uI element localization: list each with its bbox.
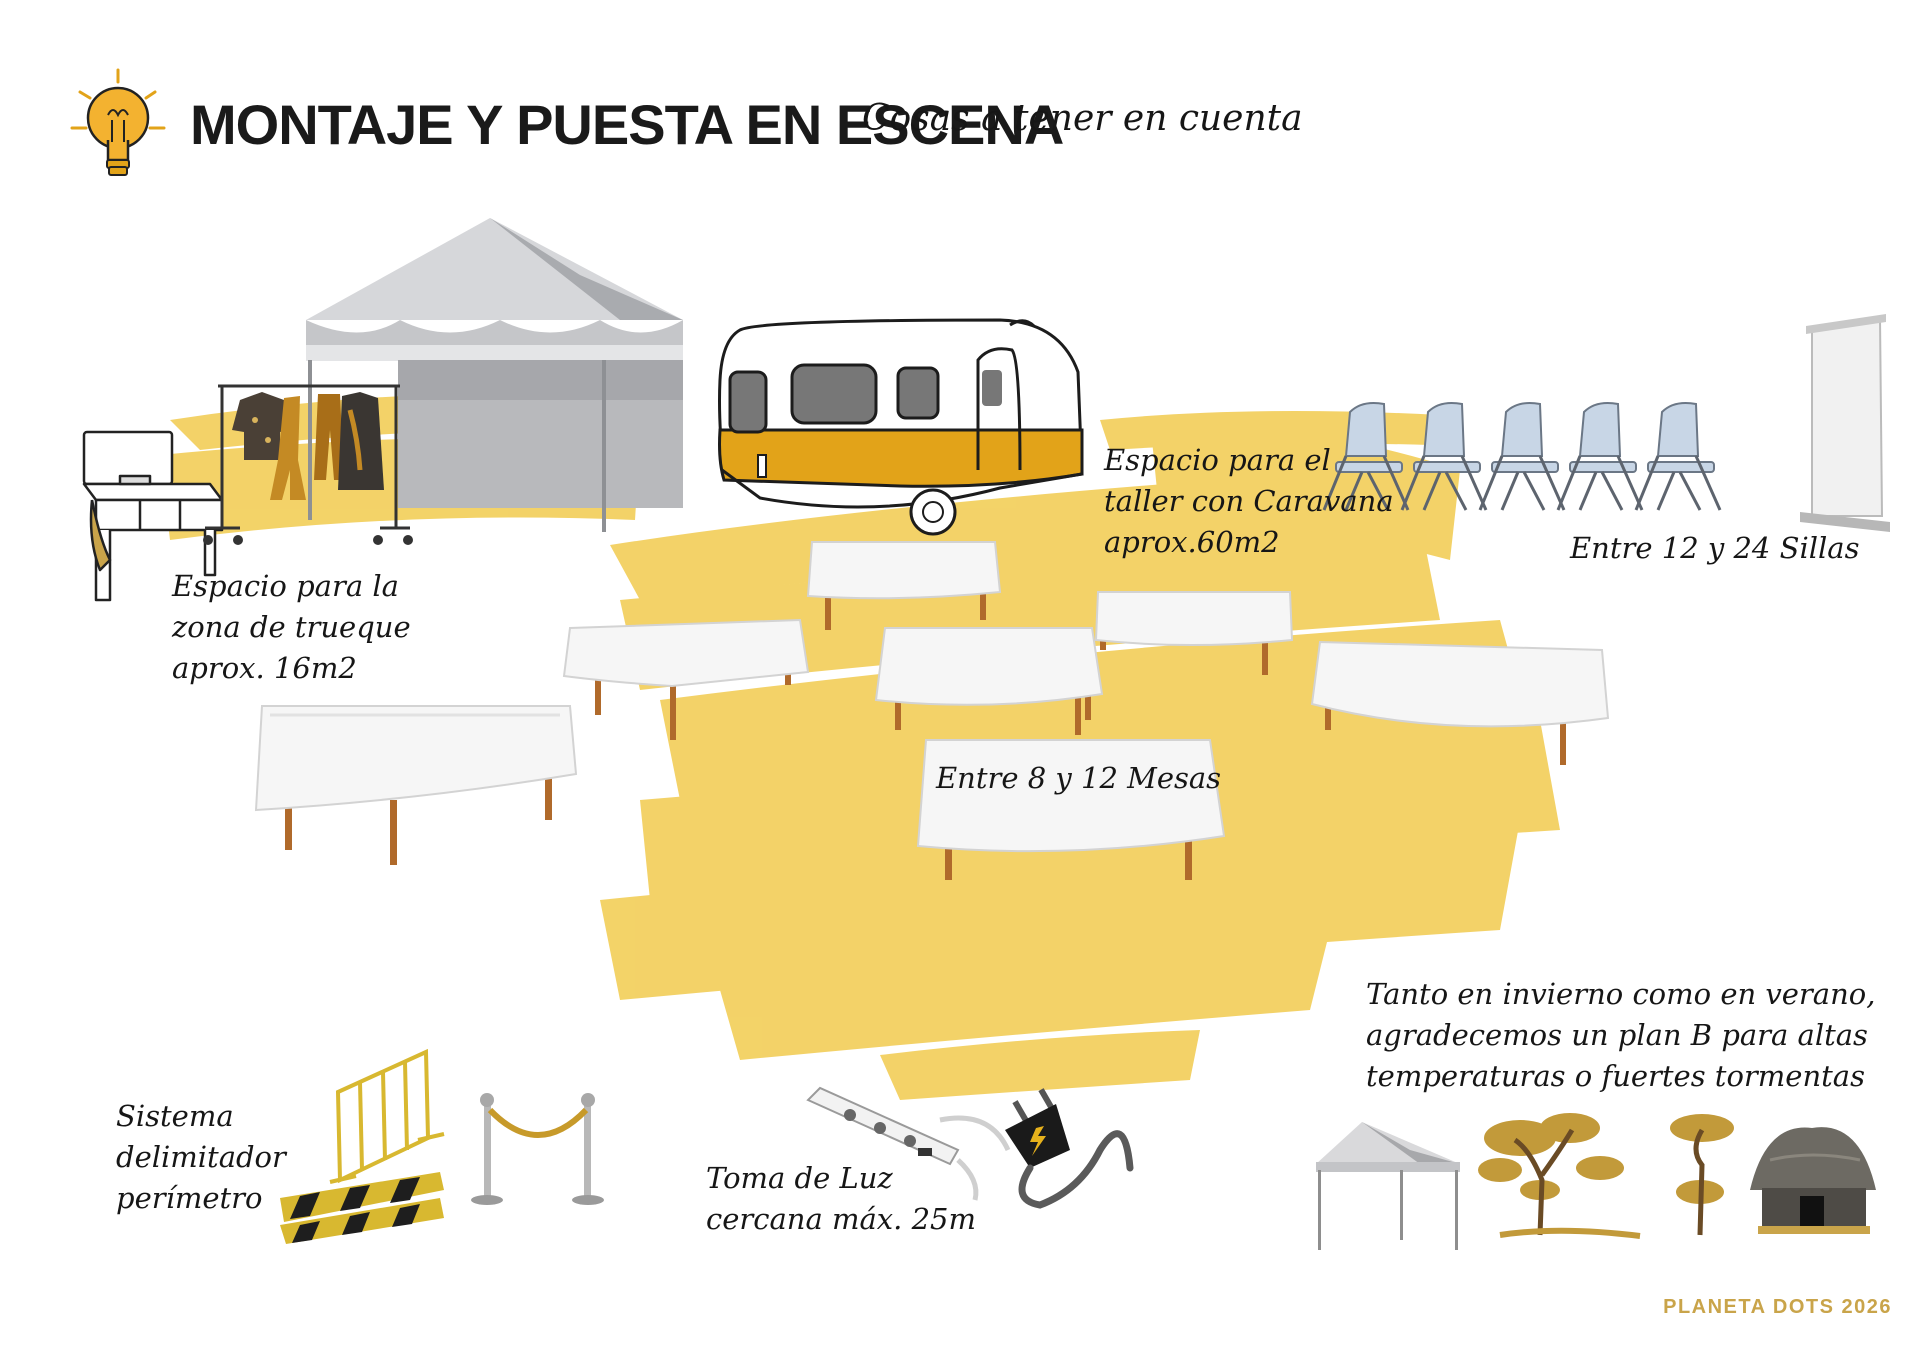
stanchion-illustration — [471, 1093, 604, 1205]
plug-illustration — [1005, 1088, 1134, 1209]
trees-illustration — [1478, 1113, 1734, 1239]
caravan-illustration — [718, 318, 1084, 536]
tent-illustration — [306, 218, 683, 532]
caravana-zone-label: Espacio para el taller con Caravana apro… — [1104, 443, 1394, 559]
power-strip-illustration — [806, 1086, 1011, 1201]
chairs-label: Entre 12 y 24 Sillas — [1570, 531, 1860, 565]
rollup-banner-illustration — [1800, 314, 1890, 532]
plan-b-label: Tanto en invierno como en verano, agrade… — [1366, 977, 1876, 1093]
clothes-rack-illustration — [203, 384, 413, 545]
hut-illustration — [1750, 1127, 1876, 1234]
workbench-illustration — [82, 430, 224, 602]
power-label: Toma de Luz cercana máx. 25m — [706, 1161, 976, 1236]
brand-footer: PLANETA DOTS 2026 — [1663, 1296, 1892, 1318]
trueque-zone-label: Espacio para la zona de trueque aprox. 1… — [172, 569, 411, 685]
barrier-illustration — [280, 1048, 445, 1244]
page-subtitle: Cosas a tener en cuenta — [862, 98, 1303, 139]
chairs-illustration — [1322, 401, 1722, 512]
tables-illustration — [254, 541, 1610, 880]
tables-label: Entre 8 y 12 Mesas — [936, 761, 1222, 795]
lightbulb-icon — [70, 68, 166, 176]
small-tent-illustration — [1316, 1122, 1460, 1250]
page-title: MONTAJE Y PUESTA EN ESCENA — [190, 93, 1064, 156]
perimeter-label: Sistema delimitador perímetro — [116, 1099, 286, 1215]
